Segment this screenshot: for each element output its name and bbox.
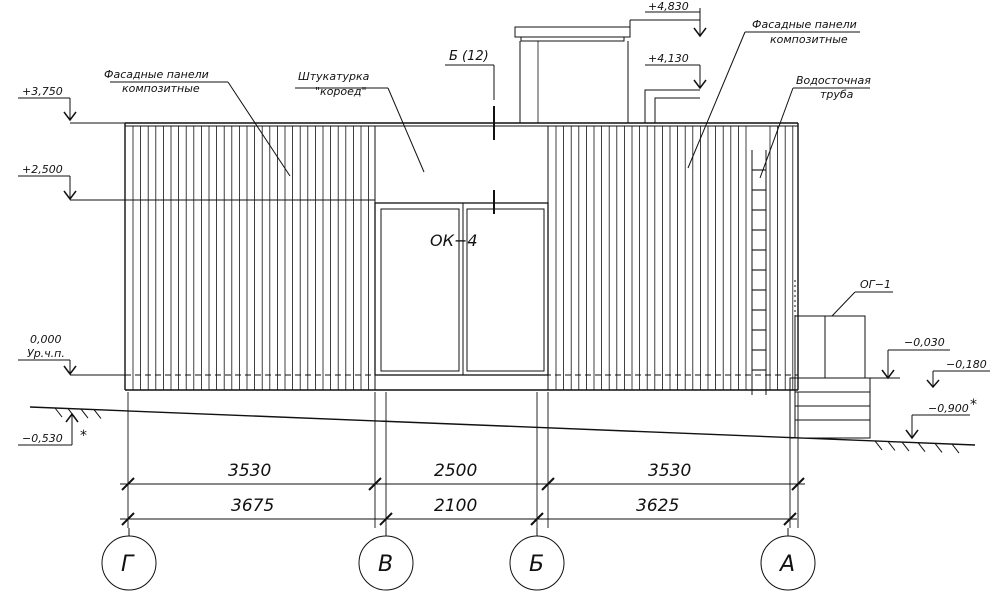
level-marks-top	[629, 8, 707, 90]
level-4830: +4,830	[648, 0, 689, 13]
level-4130: +4,130	[648, 52, 689, 65]
axis-label-g: Г	[121, 552, 135, 577]
axis-label-a: А	[778, 552, 795, 577]
level-0000: 0,000	[30, 333, 62, 346]
level-m0530-star: *	[80, 428, 87, 444]
axis-label-v: В	[378, 552, 393, 577]
chimney-main	[514, 26, 631, 123]
callout-panels-left-1: Фасадные панели	[104, 68, 209, 81]
callout-section: Б (12)	[449, 49, 489, 64]
level-m0900: −0,900	[928, 402, 969, 415]
dim-top-1: 3530	[228, 461, 271, 481]
dim-top-2: 2500	[434, 461, 477, 481]
callout-panels-right-2: композитные	[770, 33, 848, 46]
callout-plaster-2: "короед"	[315, 85, 367, 98]
window-ok4	[374, 202, 549, 376]
dim-bottom-2: 2100	[434, 496, 477, 516]
level-2500: +2,500	[22, 163, 63, 176]
level-m0530: −0,530	[22, 432, 63, 445]
composite-panels-right	[555, 126, 794, 390]
og1-box	[794, 315, 866, 379]
entrance-steps	[789, 377, 871, 439]
composite-panels-left	[132, 126, 370, 390]
window-label: ОК−4	[430, 231, 478, 250]
callout-drain-2: труба	[820, 88, 854, 101]
dim-bottom-3: 3625	[636, 496, 679, 516]
callout-og1: ОГ−1	[860, 278, 891, 291]
axis-bubbles	[101, 528, 816, 591]
callout-panels-left-2: композитные	[122, 82, 200, 95]
dimension-values: 3530 2500 3530 3675 2100 3625	[228, 461, 691, 516]
level-marks-right	[870, 349, 990, 440]
level-3750: +3,750	[22, 85, 63, 98]
callout-leaders	[110, 31, 893, 317]
level-0000-sub: Ур.ч.п.	[27, 347, 65, 360]
level-m0030: −0,030	[904, 336, 945, 349]
building	[124, 122, 799, 391]
ground-line	[29, 406, 976, 454]
dimension-lines	[120, 477, 805, 526]
drain-pipe	[751, 150, 796, 395]
dim-top-3: 3530	[648, 461, 691, 481]
callout-plaster-1: Штукатурка	[298, 70, 370, 83]
dim-bottom-1: 3675	[231, 496, 274, 516]
level-m0180: −0,180	[946, 358, 987, 371]
level-m0900-star: *	[970, 397, 977, 413]
level-marks-left	[18, 97, 375, 446]
vent-pipe	[644, 89, 700, 123]
axis-label-b: Б	[529, 552, 544, 577]
callout-panels-right-1: Фасадные панели	[752, 18, 857, 31]
callout-drain-1: Водосточная	[796, 74, 871, 87]
axis-lines	[127, 392, 799, 528]
